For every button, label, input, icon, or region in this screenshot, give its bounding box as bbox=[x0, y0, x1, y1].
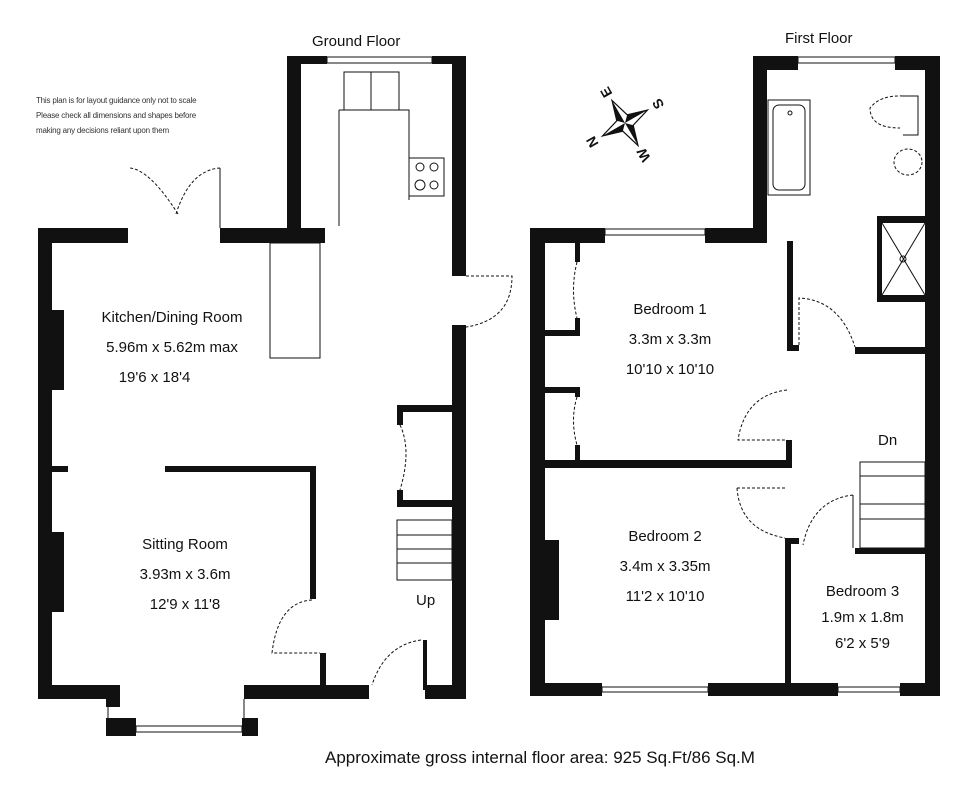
floor-area-caption: Approximate gross internal floor area: 9… bbox=[325, 748, 755, 767]
room-name: Bedroom 2 bbox=[628, 528, 702, 545]
stairs-down-label: Dn bbox=[878, 432, 898, 449]
compass-north-label: N bbox=[583, 134, 602, 151]
room-name: Bedroom 1 bbox=[633, 301, 707, 318]
room-imperial: 11'2 x 10'10 bbox=[625, 588, 705, 605]
first-floor-title: First Floor bbox=[785, 30, 853, 47]
compass-rose-icon: E S W N bbox=[583, 84, 668, 165]
room-name: Bedroom 3 bbox=[825, 583, 900, 600]
compass-south-label: S bbox=[649, 96, 668, 112]
room-metric: 3.93m x 3.6m bbox=[139, 566, 231, 583]
disclaimer: This plan is for layout guidance only no… bbox=[36, 93, 197, 138]
compass-east-label: E bbox=[597, 84, 616, 100]
room-sitting-room: Sitting Room 3.93m x 3.6m 12'9 x 11'8 bbox=[100, 535, 270, 625]
room-metric: 3.3m x 3.3m bbox=[628, 331, 712, 348]
ground-floor-walls bbox=[38, 56, 466, 736]
compass-west-label: W bbox=[633, 145, 654, 165]
ground-floor-fixtures bbox=[107, 56, 513, 733]
disclaimer-line-3: making any decisions reliant upon them bbox=[36, 126, 169, 135]
ground-floor-title: Ground Floor bbox=[312, 33, 401, 50]
room-imperial: 10'10 x 10'10 bbox=[625, 361, 715, 378]
room-name: Kitchen/Dining Room bbox=[101, 309, 243, 326]
stairs-up-label: Up bbox=[416, 592, 436, 609]
room-metric: 5.96m x 5.62m max bbox=[106, 339, 238, 356]
first-floor-fixtures bbox=[573, 56, 933, 693]
room-bedroom-1: Bedroom 1 3.3m x 3.3m 10'10 x 10'10 bbox=[590, 300, 750, 390]
room-imperial: 19'6 x 18'4 bbox=[118, 369, 191, 386]
room-name: Sitting Room bbox=[142, 536, 228, 553]
room-bedroom-3: Bedroom 3 1.9m x 1.8m 6'2 x 5'9 bbox=[795, 583, 930, 663]
disclaimer-line-1: This plan is for layout guidance only no… bbox=[36, 96, 197, 105]
first-floor-walls bbox=[530, 56, 940, 696]
disclaimer-line-2: Please check all dimensions and shapes b… bbox=[36, 111, 196, 120]
room-metric: 3.4m x 3.35m bbox=[619, 558, 711, 575]
room-bedroom-2: Bedroom 2 3.4m x 3.35m 11'2 x 10'10 bbox=[585, 527, 745, 617]
room-kitchen-dining: Kitchen/Dining Room 5.96m x 5.62m max 19… bbox=[72, 308, 272, 398]
room-imperial: 12'9 x 11'8 bbox=[149, 596, 221, 613]
room-metric: 1.9m x 1.8m bbox=[821, 609, 904, 626]
room-imperial: 6'2 x 5'9 bbox=[835, 635, 890, 652]
